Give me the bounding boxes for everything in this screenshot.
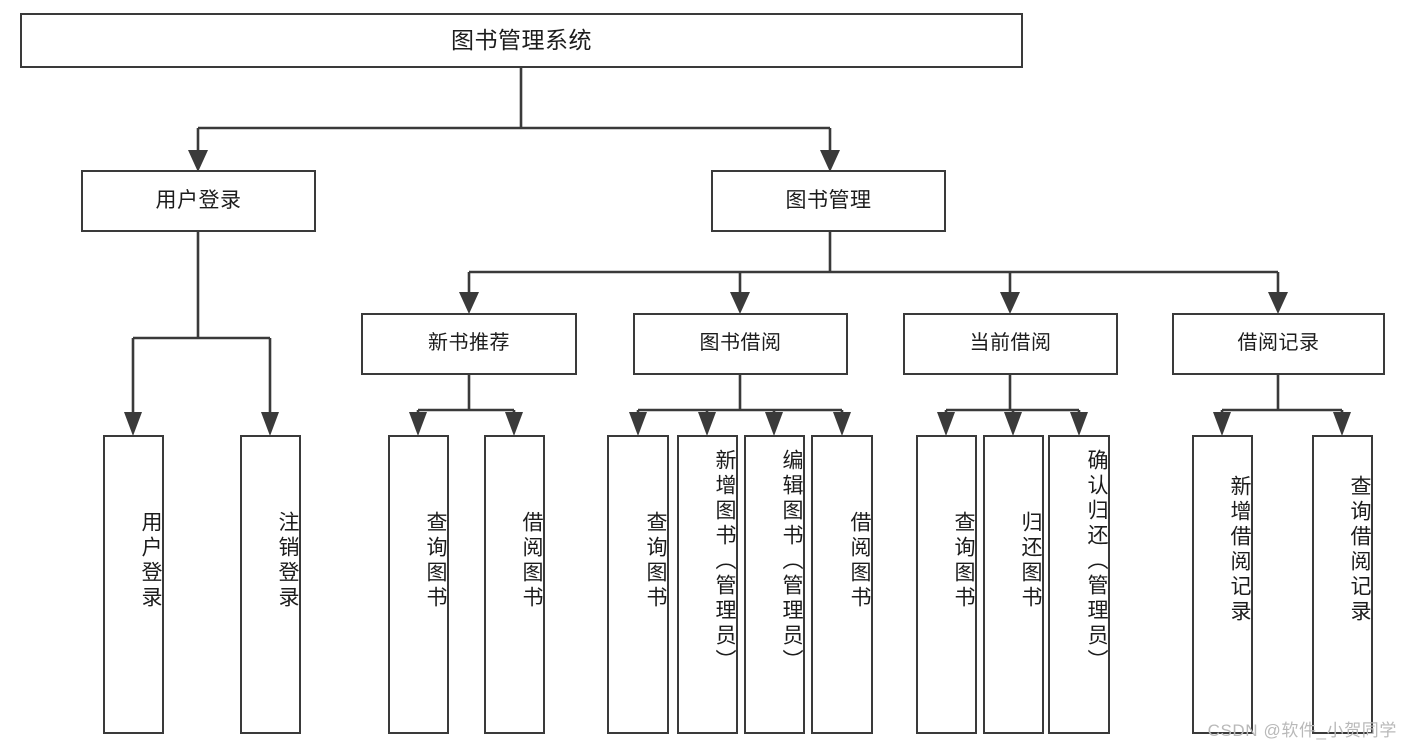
leaf-current-borrow-query-book[interactable]: 查询图书 xyxy=(916,435,977,734)
node-label: 图书管理系统 xyxy=(451,26,592,53)
leaf-book-borrow-edit-book-admin[interactable]: 编辑图书（管理员） xyxy=(744,435,805,734)
node-label: 图书借阅 xyxy=(699,332,782,355)
node-label: 新增图书（管理员） xyxy=(713,449,736,674)
node-label: 新书推荐 xyxy=(428,332,510,355)
leaf-current-borrow-return-book[interactable]: 归还图书 xyxy=(983,435,1044,734)
node-label: 借阅图书 xyxy=(520,511,543,611)
node-label: 注销登录 xyxy=(276,511,299,611)
leaf-new-book-query-book[interactable]: 查询图书 xyxy=(388,435,449,734)
node-label: 查询图书 xyxy=(952,511,975,611)
node-label: 查询借阅记录 xyxy=(1348,475,1371,625)
node-root-library-management-system[interactable]: 图书管理系统 xyxy=(20,13,1023,68)
node-book-borrow[interactable]: 图书借阅 xyxy=(633,313,848,375)
leaf-book-borrow-borrow-book[interactable]: 借阅图书 xyxy=(811,435,873,734)
node-current-borrow[interactable]: 当前借阅 xyxy=(903,313,1118,375)
node-label: 图书管理 xyxy=(785,188,872,212)
watermark-csdn: CSDN @软件_小贺同学 xyxy=(1207,721,1397,740)
leaf-book-borrow-query-book[interactable]: 查询图书 xyxy=(607,435,669,734)
node-book-management[interactable]: 图书管理 xyxy=(711,170,946,232)
node-label: 查询图书 xyxy=(424,511,447,611)
leaf-borrow-record-query-record[interactable]: 查询借阅记录 xyxy=(1312,435,1373,734)
node-label: 编辑图书（管理员） xyxy=(780,449,803,674)
node-label: 归还图书 xyxy=(1019,511,1042,611)
leaf-current-borrow-confirm-return-admin[interactable]: 确认归还（管理员） xyxy=(1048,435,1110,734)
node-new-book-recommend[interactable]: 新书推荐 xyxy=(361,313,577,375)
node-label: 借阅记录 xyxy=(1237,332,1320,355)
node-label: 用户登录 xyxy=(155,188,242,212)
node-label: 借阅图书 xyxy=(848,511,871,611)
node-label: 当前借阅 xyxy=(969,332,1052,355)
node-label: 查询图书 xyxy=(644,511,667,611)
leaf-user-login-logout[interactable]: 注销登录 xyxy=(240,435,301,734)
node-label: 用户登录 xyxy=(139,511,162,611)
leaf-book-borrow-add-book-admin[interactable]: 新增图书（管理员） xyxy=(677,435,738,734)
leaf-borrow-record-add-record[interactable]: 新增借阅记录 xyxy=(1192,435,1253,734)
node-user-login[interactable]: 用户登录 xyxy=(81,170,316,232)
node-borrow-record[interactable]: 借阅记录 xyxy=(1172,313,1385,375)
node-label: 新增借阅记录 xyxy=(1228,475,1251,625)
node-label: 确认归还（管理员） xyxy=(1085,449,1108,674)
leaf-new-book-borrow-book[interactable]: 借阅图书 xyxy=(484,435,545,734)
leaf-user-login-login[interactable]: 用户登录 xyxy=(103,435,164,734)
